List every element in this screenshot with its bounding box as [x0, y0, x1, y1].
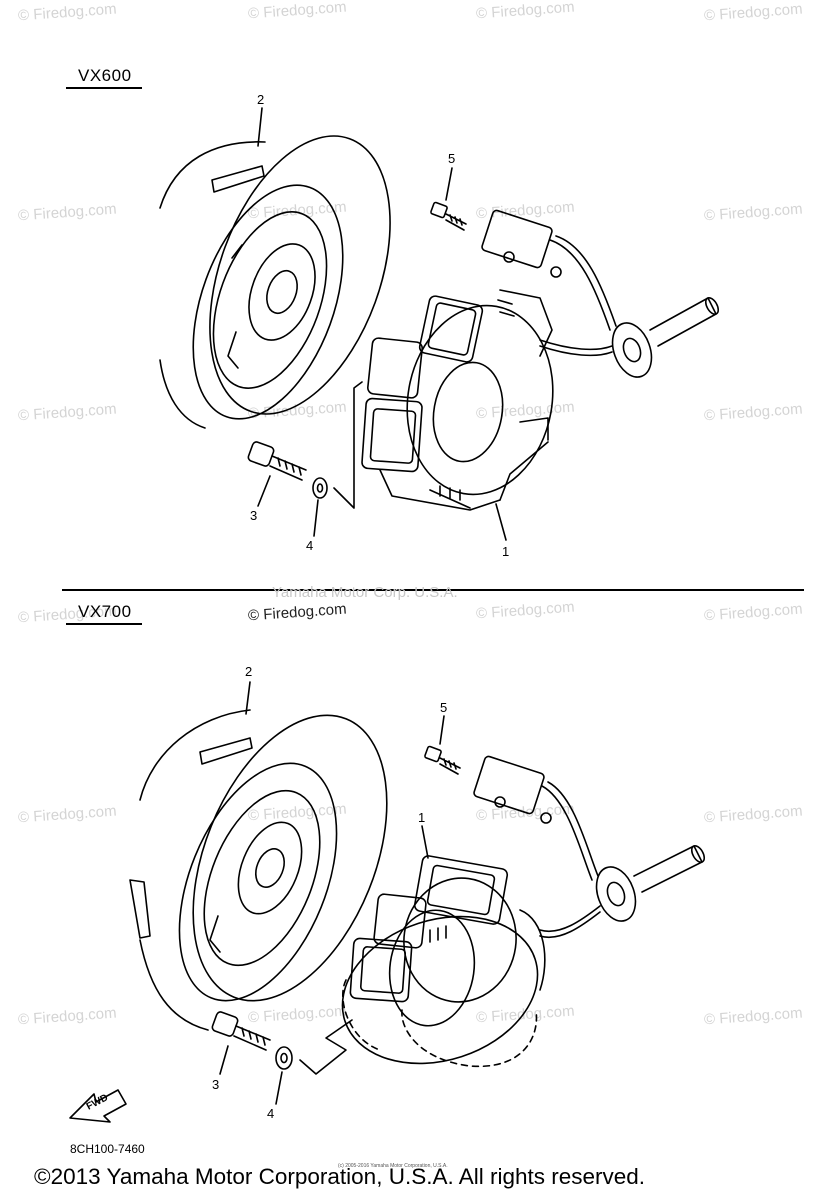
callout-3-bottom: 3 — [212, 1077, 220, 1092]
bolt-5-bottom — [424, 745, 461, 775]
callout-4-top: 4 — [306, 538, 314, 553]
bolt-5-top — [430, 201, 467, 231]
stator-bottom — [341, 855, 546, 1068]
fwd-arrow-icon — [69, 1089, 127, 1123]
copyright-text: ©2013 Yamaha Motor Corporation, U.S.A. A… — [34, 1164, 646, 1189]
bolt-3-top — [247, 441, 307, 481]
tiny-notice: (c) 2005-2016 Yamaha Motor Corporation, … — [338, 1163, 448, 1169]
bolt-3-bottom — [211, 1011, 271, 1051]
callout-4-bottom: 4 — [267, 1106, 275, 1121]
section-divider — [62, 589, 804, 591]
callout-1-top: 1 — [502, 544, 510, 559]
washer-4-bottom — [275, 1046, 293, 1070]
callout-5-bottom: 5 — [440, 700, 448, 715]
stator-top — [361, 289, 554, 511]
callout-2-top: 2 — [257, 92, 265, 107]
pulser-coil-top — [481, 209, 720, 378]
flywheel-rotor-bottom — [129, 709, 388, 1031]
center-mark: Yamaha Motor Corp. U.S.A. — [272, 584, 458, 601]
callout-1-bottom: 1 — [418, 810, 426, 825]
model-underline — [66, 623, 142, 625]
model-underline — [66, 87, 142, 89]
callout-3-top: 3 — [250, 508, 258, 523]
pulser-coil-bottom — [473, 755, 706, 939]
flywheel-rotor-top — [159, 135, 391, 429]
model-label-vx600: VX600 — [78, 66, 132, 85]
callout-2-bottom: 2 — [245, 664, 253, 679]
part-code: 8CH100-7460 — [70, 1142, 145, 1156]
washer-4-top — [312, 477, 328, 499]
callout-5-top: 5 — [448, 151, 456, 166]
model-label-vx700: VX700 — [78, 602, 132, 621]
